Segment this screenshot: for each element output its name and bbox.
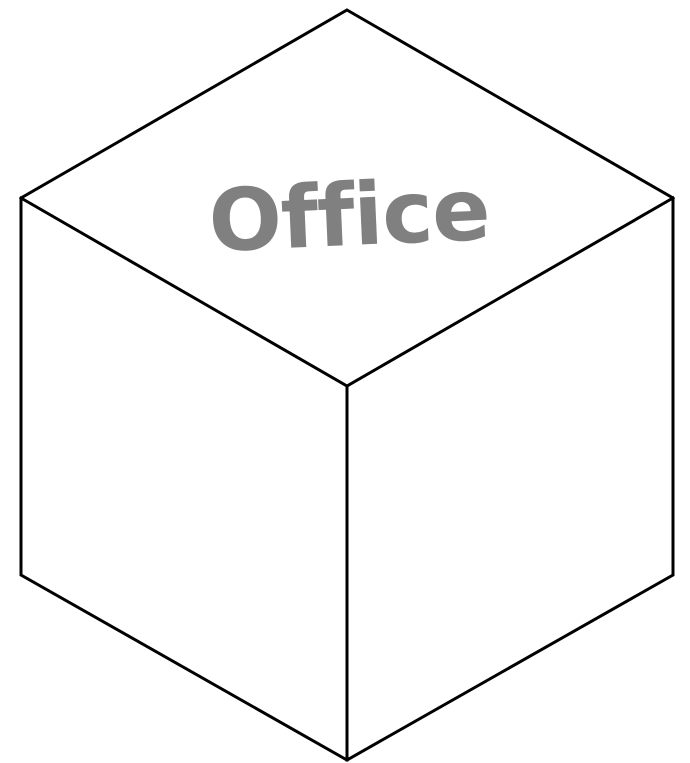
cube-right-face <box>347 198 673 760</box>
cube-top-label: Office <box>207 160 492 272</box>
cube-left-face <box>21 198 347 760</box>
